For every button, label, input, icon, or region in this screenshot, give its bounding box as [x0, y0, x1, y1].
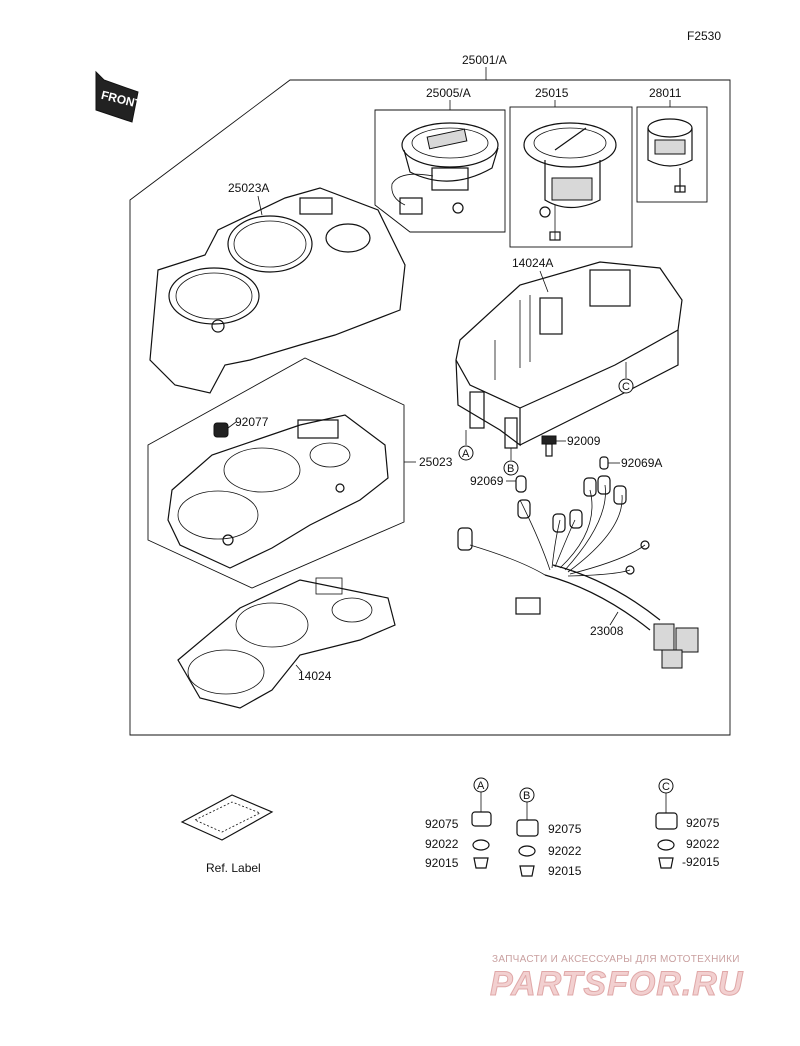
upper-cover-icon: 25023A: [149, 181, 406, 394]
assembly-frame: [129, 79, 731, 736]
gauge-icon: [647, 118, 693, 193]
gauge-frame: 28011: [636, 86, 708, 203]
svg-text:B: B: [507, 463, 514, 475]
ref-label-icon: Ref. Label: [180, 794, 274, 875]
detail-a-p3: 92015: [425, 856, 459, 870]
screw-icon: 92009: [541, 434, 601, 457]
page-code: F2530: [687, 29, 721, 43]
detail-b-p3: 92015: [548, 864, 582, 878]
detail-c-p1: 92075: [686, 816, 720, 830]
lower-cover-icon: [167, 414, 389, 569]
meter-case-icon: 14024A: [455, 256, 683, 449]
bulb-b-icon: 92069: [470, 474, 527, 493]
detail-c: C 92075 92022 -92015: [655, 778, 720, 869]
watermark-tagline: ЗАПЧАСТИ И АКСЕССУАРЫ ДЛЯ МОТОТЕХНИКИ: [492, 954, 740, 965]
detail-b-p1: 92075: [548, 822, 582, 836]
svg-text:C: C: [622, 381, 630, 393]
speedometer-frame: 25005/A: [374, 86, 506, 233]
label-ref: Ref. Label: [206, 861, 261, 875]
label-bulb-b: 92069: [470, 474, 504, 488]
marker-c: C: [618, 362, 634, 394]
speedometer-icon: [391, 122, 499, 215]
label-plug: 92077: [235, 415, 269, 429]
detail-a-p1: 92075: [425, 817, 459, 831]
label-gauge: 28011: [649, 86, 682, 100]
svg-text:B: B: [523, 790, 530, 802]
label-screw: 92009: [567, 434, 601, 448]
watermark-logo: PARTSFOR.RU: [490, 965, 744, 1003]
gasket-icon: 14024: [177, 577, 396, 709]
label-gasket: 14024: [298, 669, 332, 683]
label-harness: 23008: [590, 624, 624, 638]
harness-icon: 23008: [457, 475, 699, 669]
bulb-a-icon: 92069A: [599, 456, 662, 470]
detail-c-p3: -92015: [682, 855, 720, 869]
label-bulb-a: 92069A: [621, 456, 662, 470]
marker-b: B: [503, 448, 519, 476]
detail-b: B 92075 92022 92015: [516, 787, 582, 878]
tachometer-icon: [523, 122, 617, 241]
marker-a: A: [458, 430, 474, 461]
svg-text:C: C: [662, 781, 670, 793]
plug-icon: 92077: [213, 415, 269, 438]
label-upper-cover: 25023A: [228, 181, 269, 195]
label-lower-cover: 25023: [419, 455, 453, 469]
lower-cover-frame: [147, 357, 405, 589]
svg-text:A: A: [462, 448, 470, 460]
detail-c-p2: 92022: [686, 837, 720, 851]
label-speedometer: 25005/A: [426, 86, 471, 100]
detail-a: A 92075 92022 92015: [425, 777, 492, 870]
label-tachometer: 25015: [535, 86, 569, 100]
detail-a-p2: 92022: [425, 837, 459, 851]
label-case: 14024A: [512, 256, 553, 270]
detail-b-p2: 92022: [548, 844, 582, 858]
tachometer-frame: 25015: [509, 86, 633, 248]
label-assembly: 25001/A: [462, 53, 507, 67]
svg-text:A: A: [477, 780, 485, 792]
front-arrow-icon: FRONT: [95, 70, 144, 123]
